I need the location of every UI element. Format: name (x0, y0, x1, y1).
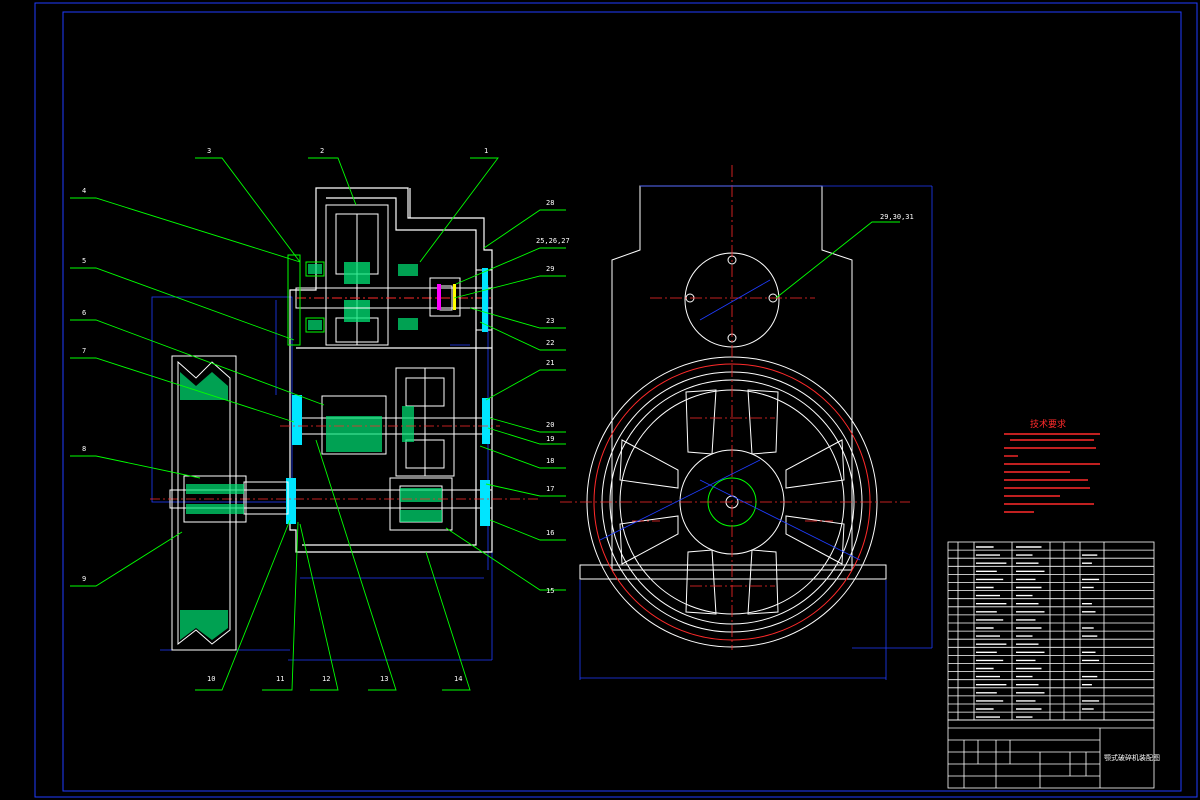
callout-leaders (70, 157, 900, 691)
callout-23: 23 (546, 317, 554, 325)
v-belt-pulley (171, 355, 289, 651)
parts-list-filler (976, 546, 1100, 718)
callout-10: 10 (207, 675, 215, 683)
callout-6: 6 (82, 309, 86, 317)
callout-2: 2 (320, 147, 324, 155)
callout-11: 11 (276, 675, 284, 683)
side-view (560, 165, 933, 680)
drawing-frame (34, 2, 1198, 798)
callout-25-26-27: 25,26,27 (536, 237, 570, 245)
drawing-title: 颚式破碎机装配图 (1104, 753, 1160, 762)
callout-19: 19 (546, 435, 554, 443)
callout-4: 4 (82, 187, 86, 195)
callout-17: 17 (546, 485, 554, 493)
callout-22: 22 (546, 339, 554, 347)
callout-14: 14 (454, 675, 462, 683)
callout-20: 20 (546, 421, 554, 429)
callout-29: 29 (546, 265, 554, 273)
callout-5: 5 (82, 257, 86, 265)
callout-9: 9 (82, 575, 86, 583)
callout-28: 28 (546, 199, 554, 207)
callout-labels: 4 5 6 7 8 9 3 2 1 28 25,26,27 29 23 22 2… (82, 147, 914, 683)
parts-list-table (947, 541, 1155, 721)
callout-29-30-31: 29,30,31 (880, 213, 914, 221)
title-block (947, 719, 1155, 789)
callout-3: 3 (207, 147, 211, 155)
technical-notes: 技术要求 (1004, 418, 1100, 513)
callout-18: 18 (546, 457, 554, 465)
notes-heading: 技术要求 (1030, 418, 1066, 430)
callout-7: 7 (82, 347, 86, 355)
callout-13: 13 (380, 675, 388, 683)
callout-21: 21 (546, 359, 554, 367)
front-section-view (150, 187, 540, 661)
callout-16: 16 (546, 529, 554, 537)
callout-8: 8 (82, 445, 86, 453)
callout-15: 15 (546, 587, 554, 595)
callout-1: 1 (484, 147, 488, 155)
callout-12: 12 (322, 675, 330, 683)
